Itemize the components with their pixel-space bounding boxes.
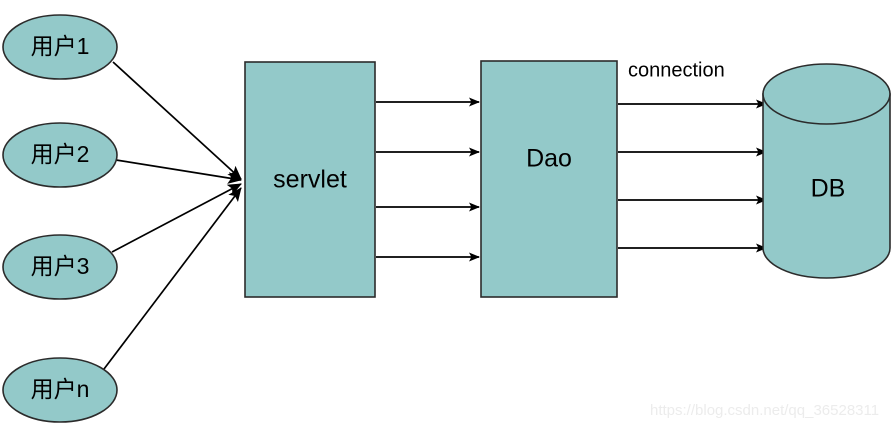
usern-label: 用户n bbox=[31, 376, 90, 402]
client-node-user3[interactable]: 用户3 bbox=[2, 234, 118, 300]
dao-node[interactable]: Dao bbox=[480, 60, 618, 298]
client-node-user2[interactable]: 用户2 bbox=[2, 122, 118, 188]
client-to-servlet-edges bbox=[103, 61, 242, 370]
usern-ellipse[interactable] bbox=[2, 357, 118, 423]
client-nodes: 用户1 用户2 用户3 用户n bbox=[2, 14, 118, 423]
dao-box[interactable] bbox=[480, 60, 618, 298]
db-cylinder-top bbox=[762, 63, 891, 125]
user2-ellipse[interactable] bbox=[2, 122, 118, 188]
db-cylinder-body[interactable] bbox=[762, 93, 891, 279]
servlet-label: servlet bbox=[273, 166, 347, 194]
user2-label: 用户2 bbox=[31, 141, 90, 167]
watermark-text: https://blog.csdn.net/qq_36528311 bbox=[650, 402, 879, 419]
edge-user3-servlet bbox=[111, 183, 242, 253]
db-label: DB bbox=[811, 175, 846, 203]
user3-ellipse[interactable] bbox=[2, 234, 118, 300]
servlet-node[interactable]: servlet bbox=[244, 61, 376, 298]
servlet-to-dao-edges bbox=[376, 97, 480, 262]
edge-user1-servlet bbox=[112, 61, 242, 180]
db-node[interactable]: DB bbox=[762, 63, 891, 279]
connection-label: connection bbox=[628, 59, 725, 81]
servlet-box[interactable] bbox=[244, 61, 376, 298]
client-node-user1[interactable]: 用户1 bbox=[2, 14, 118, 80]
user1-label: 用户1 bbox=[31, 33, 90, 59]
client-node-usern[interactable]: 用户n bbox=[2, 357, 118, 423]
dao-label: Dao bbox=[526, 145, 572, 173]
edge-user2-servlet bbox=[115, 159, 242, 184]
dao-to-db-edges bbox=[618, 99, 767, 253]
user3-label: 用户3 bbox=[31, 253, 90, 279]
edge-usern-servlet bbox=[103, 187, 242, 370]
user1-ellipse[interactable] bbox=[2, 14, 118, 80]
